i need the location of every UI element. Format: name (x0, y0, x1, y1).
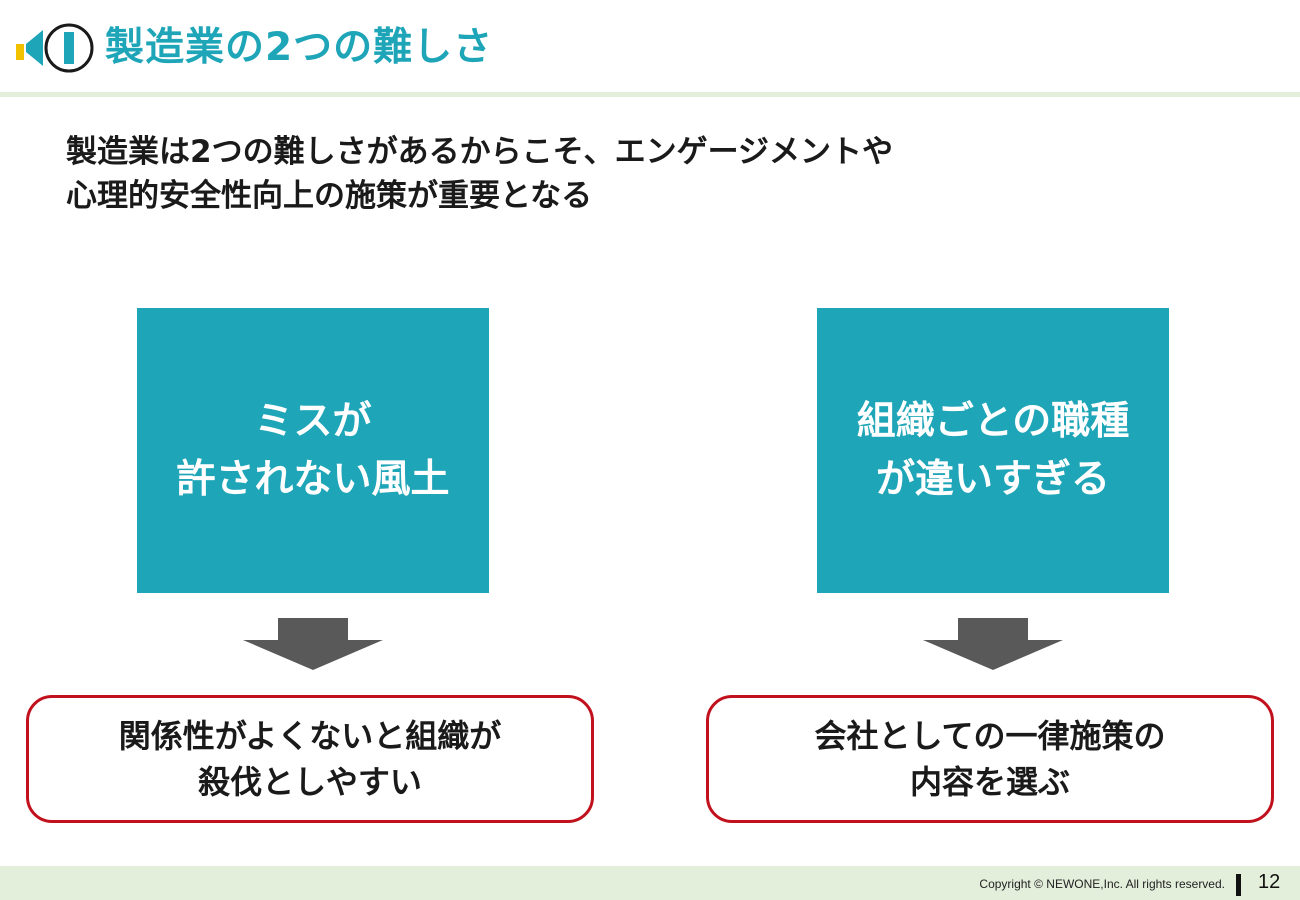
slide-header: 製造業の2つの難しさ (0, 0, 1300, 92)
down-arrow-icon (923, 618, 1063, 670)
challenge-1-line-1: ミスが (254, 398, 372, 444)
footer-divider (1236, 874, 1241, 896)
copyright-text: Copyright © NEWONE,Inc. All rights reser… (979, 877, 1225, 891)
outcome-box-2: 会社としての一律施策の 内容を選ぶ (706, 695, 1274, 823)
page-number: 12 (1258, 871, 1281, 893)
outcome-1-line-1: 関係性がよくないと組織が (118, 717, 502, 755)
slide-footer: Copyright © NEWONE,Inc. All rights reser… (0, 866, 1300, 900)
outcome-box-1: 関係性がよくないと組織が 殺伐としやすい (26, 695, 594, 823)
lead-line-1: 製造業は2つの難しさがあるからこそ、エンゲージメントや (66, 134, 893, 170)
slide-title: 製造業の2つの難しさ (105, 25, 494, 70)
challenge-2-line-2: が違いすぎる (875, 456, 1110, 502)
challenge-1-line-2: 許されない風土 (176, 456, 450, 502)
down-arrow-icon (243, 618, 383, 670)
lead-line-2: 心理的安全性向上の施策が重要となる (66, 178, 593, 214)
header-divider (0, 92, 1300, 97)
challenge-box-1: ミスが 許されない風土 (137, 308, 489, 593)
outcome-2-line-2: 内容を選ぶ (909, 763, 1070, 801)
challenge-box-2: 組織ごとの職種 が違いすぎる (817, 308, 1169, 593)
outcome-2-line-1: 会社としての一律施策の (814, 717, 1166, 755)
outcome-1-line-2: 殺伐としやすい (198, 763, 422, 801)
lead-message: 製造業は2つの難しさがあるからこそ、エンゲージメントや 心理的安全性向上の施策が… (66, 130, 893, 218)
newone-logo-icon (16, 23, 94, 73)
challenge-2-line-1: 組織ごとの職種 (856, 398, 1130, 444)
